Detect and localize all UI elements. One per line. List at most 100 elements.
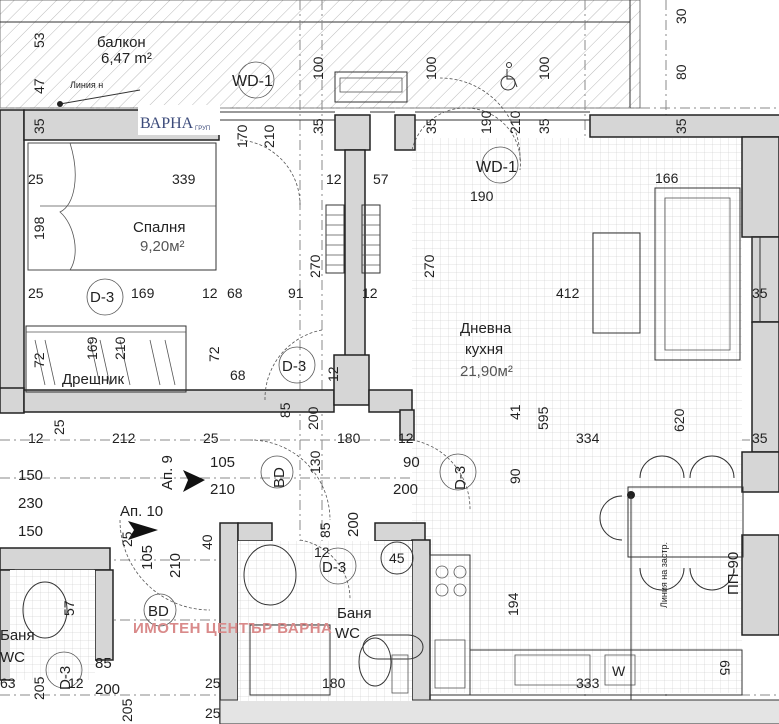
door-d3-hall: D-3 bbox=[282, 358, 306, 375]
dimension-label: 198 bbox=[31, 216, 47, 240]
kitchen-counter bbox=[429, 554, 743, 696]
dimension-label: 334 bbox=[576, 430, 600, 446]
apartment-10: Ап. 10 bbox=[120, 503, 163, 520]
wardrobe-name: Дрешник bbox=[62, 371, 125, 388]
logo-sub: ГРУП bbox=[195, 126, 210, 132]
apartment-arrow-9 bbox=[183, 470, 205, 492]
dimension-label: 85 bbox=[95, 655, 112, 672]
dimension-label: 200 bbox=[95, 681, 120, 698]
dimension-label: 45 bbox=[389, 550, 405, 566]
radiators bbox=[325, 204, 381, 274]
dimension-label: 35 bbox=[673, 118, 689, 134]
dimension-label: 72 bbox=[206, 346, 222, 362]
dimension-label: 210 bbox=[507, 110, 523, 134]
dimension-label: 35 bbox=[752, 430, 768, 446]
dimension-label: 47 bbox=[31, 78, 47, 94]
door-swings bbox=[119, 77, 521, 611]
bed bbox=[27, 142, 217, 271]
dimension-label: 339 bbox=[172, 171, 196, 187]
apartment-arrow-10 bbox=[128, 521, 158, 540]
dimension-label: 57 bbox=[61, 600, 77, 616]
dimension-label: 412 bbox=[556, 285, 580, 301]
wd-label-mid: WD-1 bbox=[476, 159, 517, 176]
dimension-label: 35 bbox=[310, 118, 326, 134]
dimension-label: 35 bbox=[536, 118, 552, 134]
dimension-label: 205 bbox=[119, 698, 135, 722]
dining-set bbox=[599, 455, 744, 591]
dimension-label: 85 bbox=[317, 522, 333, 538]
ac-unit bbox=[334, 71, 408, 103]
dimension-label: 12 bbox=[202, 285, 218, 301]
dimension-label: 105 bbox=[210, 454, 235, 471]
dimension-label: 35 bbox=[423, 118, 439, 134]
dimension-label: 100 bbox=[423, 56, 439, 80]
dimension-label: 200 bbox=[345, 512, 362, 537]
door-d3-living: D-3 bbox=[452, 466, 469, 490]
dimension-label: 205 bbox=[31, 676, 47, 700]
apartment-9: Ап. 9 bbox=[159, 455, 176, 490]
dimension-label: 12 bbox=[314, 544, 330, 560]
left-bath-name-2: WC bbox=[0, 649, 25, 666]
dimension-label: 12 bbox=[325, 366, 341, 382]
dimension-label: 180 bbox=[337, 430, 361, 446]
dimension-label: 80 bbox=[673, 64, 689, 80]
dimension-label: 35 bbox=[752, 285, 768, 301]
line-note: Линия н bbox=[70, 80, 103, 90]
coffee-table bbox=[592, 232, 641, 334]
watermark: ИМОТЕН ЦЕНТЪР ВАРНА bbox=[133, 620, 332, 637]
labels: балкон 6,47 m² Линия н ВАРНА ГРУП WD-1 W… bbox=[0, 34, 742, 690]
bedroom-area: 9,20м² bbox=[140, 238, 185, 255]
dimension-label: 25 bbox=[51, 419, 67, 435]
dimension-label: 63 bbox=[0, 675, 16, 691]
dimension-label: 35 bbox=[31, 118, 47, 134]
dimension-label: 333 bbox=[576, 675, 600, 691]
dimension-label: 25 bbox=[205, 705, 221, 721]
dimension-label: 25 bbox=[119, 531, 135, 547]
balcony-name: балкон bbox=[97, 34, 146, 51]
dimension-label: 169 bbox=[131, 285, 155, 301]
door-bd-left: BD bbox=[148, 603, 169, 620]
living-name-2: кухня bbox=[465, 341, 503, 358]
dimension-label: 169 bbox=[84, 336, 100, 360]
dimension-label: 41 bbox=[507, 404, 523, 420]
dimension-label: 25 bbox=[28, 171, 44, 187]
dimension-label: 25 bbox=[203, 430, 219, 446]
dimension-label: 90 bbox=[403, 454, 420, 471]
dimension-label: 595 bbox=[535, 406, 551, 430]
dimension-label: 40 bbox=[199, 534, 215, 550]
dimension-label: 91 bbox=[288, 285, 304, 301]
dimension-label: 105 bbox=[139, 545, 156, 570]
dimension-label: 190 bbox=[470, 188, 494, 204]
dimension-label: 72 bbox=[31, 352, 47, 368]
dimension-label: 65 bbox=[717, 660, 733, 676]
logo-text: ВАРНА bbox=[140, 115, 194, 132]
dimension-label: 12 bbox=[398, 430, 414, 446]
dimension-label: 200 bbox=[393, 481, 418, 498]
dimension-label: 170 bbox=[234, 124, 250, 148]
dimension-label: 68 bbox=[230, 367, 246, 383]
dimension-label: 194 bbox=[505, 592, 521, 616]
wardrobe bbox=[25, 325, 187, 393]
door-d3-left: D-3 bbox=[57, 666, 74, 690]
dimension-label: 12 bbox=[326, 171, 342, 187]
dimension-label: 12 bbox=[28, 430, 44, 446]
dimension-label: 210 bbox=[261, 124, 277, 148]
living-area: 21,90м² bbox=[460, 363, 513, 380]
dimension-label: 620 bbox=[671, 408, 687, 432]
dimension-label: 270 bbox=[307, 254, 323, 278]
bath-name-2: WC bbox=[335, 625, 360, 642]
dimension-label: 100 bbox=[536, 56, 552, 80]
living-name-1: Дневна bbox=[460, 320, 512, 337]
dimension-label: 200 bbox=[305, 406, 321, 430]
bath-name-1: Баня bbox=[337, 605, 372, 622]
dimension-label: 30 bbox=[673, 8, 689, 24]
dimension-label: 212 bbox=[112, 430, 136, 446]
dimension-label: 130 bbox=[307, 450, 323, 474]
dimension-label: 90 bbox=[507, 468, 523, 484]
dimension-label: 166 bbox=[655, 170, 679, 186]
bathroom-fixtures bbox=[10, 541, 424, 701]
dimension-label: 12 bbox=[362, 285, 378, 301]
dimension-label: 53 bbox=[31, 32, 47, 48]
line-note-2: Линия на застр. bbox=[659, 542, 669, 608]
